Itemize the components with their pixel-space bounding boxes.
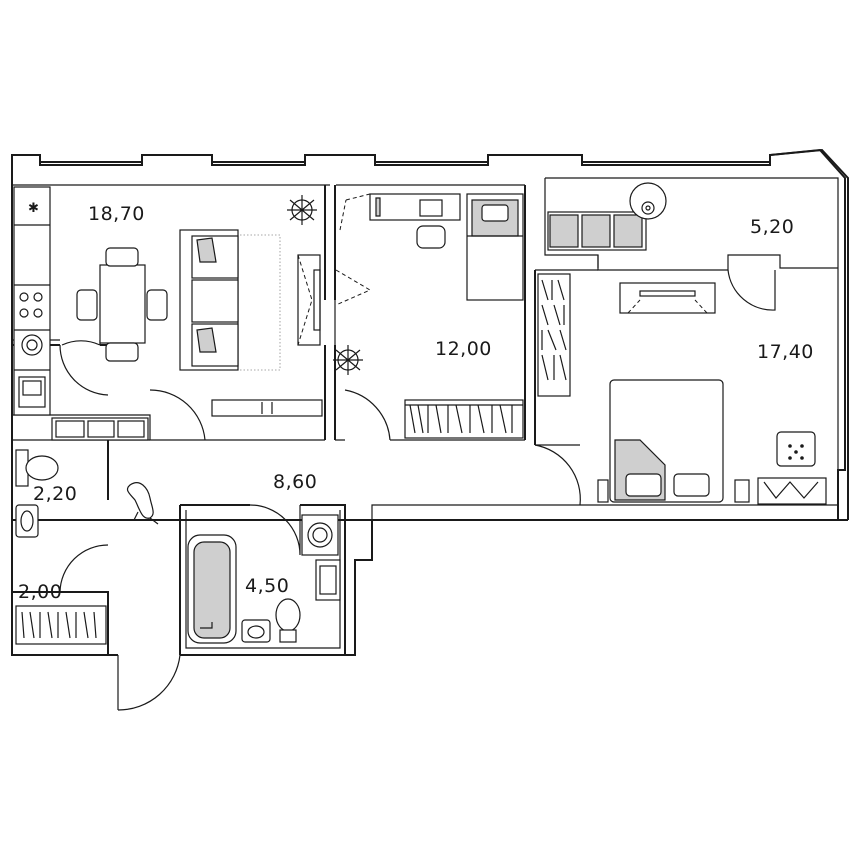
plant-icon (287, 195, 317, 225)
dining-set (76, 247, 168, 362)
area-bedroom-small: 12,00 (435, 338, 492, 360)
area-wc: 2,20 (33, 483, 77, 505)
tv-stand (297, 254, 321, 346)
living-furniture (179, 195, 323, 417)
bathroom-fixtures (187, 514, 341, 644)
chair-icon (146, 289, 168, 321)
nightstand (597, 479, 609, 503)
chair-icon (76, 289, 98, 321)
area-bedroom-large: 17,40 (757, 341, 814, 363)
stove-icon (19, 292, 43, 318)
bedroom-small-furniture (333, 193, 524, 439)
washing-machine (301, 514, 339, 556)
cushion-icon (196, 237, 217, 263)
plant-icon (333, 345, 363, 375)
bedroom-large-furniture (537, 273, 827, 505)
chair-icon (105, 342, 139, 362)
area-storage: 2,00 (18, 581, 62, 603)
sink-icon (15, 504, 39, 538)
monitor-icon (419, 199, 443, 217)
pillow-icon (481, 204, 509, 222)
pillow-icon (673, 473, 710, 497)
area-balcony: 5,20 (750, 216, 794, 238)
area-living-kitchen: 18,70 (88, 203, 145, 225)
storage-rack (15, 605, 107, 645)
sink-icon (241, 619, 271, 643)
cushion-icon (196, 327, 217, 353)
nightstand (734, 479, 750, 503)
desk-chair-icon (416, 225, 446, 249)
dresser (619, 282, 716, 314)
area-labels: 18,70 12,00 5,20 17,40 8,60 2,20 2,00 4,… (18, 203, 814, 603)
round-table (629, 182, 667, 220)
shelf-unit (211, 399, 323, 417)
faucet-icon (200, 622, 213, 629)
storage-shelf (15, 605, 107, 645)
kitchen-lower-cabinets (51, 417, 149, 441)
toilet-icon (25, 455, 59, 481)
desk (369, 193, 461, 221)
washer-icon (21, 334, 43, 356)
bench (757, 477, 827, 505)
toilet-icon (275, 598, 301, 632)
kitchen: ✱ (13, 186, 149, 441)
chair-icon (105, 247, 139, 267)
fridge-icon: ✱ (28, 201, 39, 216)
balcony-furniture (547, 182, 667, 251)
tv-icon (313, 269, 321, 331)
lamp-icon (641, 201, 655, 215)
area-bathroom: 4,50 (245, 575, 289, 597)
wc-fixtures (15, 449, 59, 538)
sink-icon (18, 376, 46, 408)
dining-table (99, 264, 146, 344)
hall-items (126, 482, 159, 525)
pillow-icon (625, 473, 662, 497)
toilet-tank (279, 629, 297, 643)
ottoman (776, 431, 816, 467)
tv-icon (639, 290, 696, 297)
area-hall: 8,60 (273, 471, 317, 493)
